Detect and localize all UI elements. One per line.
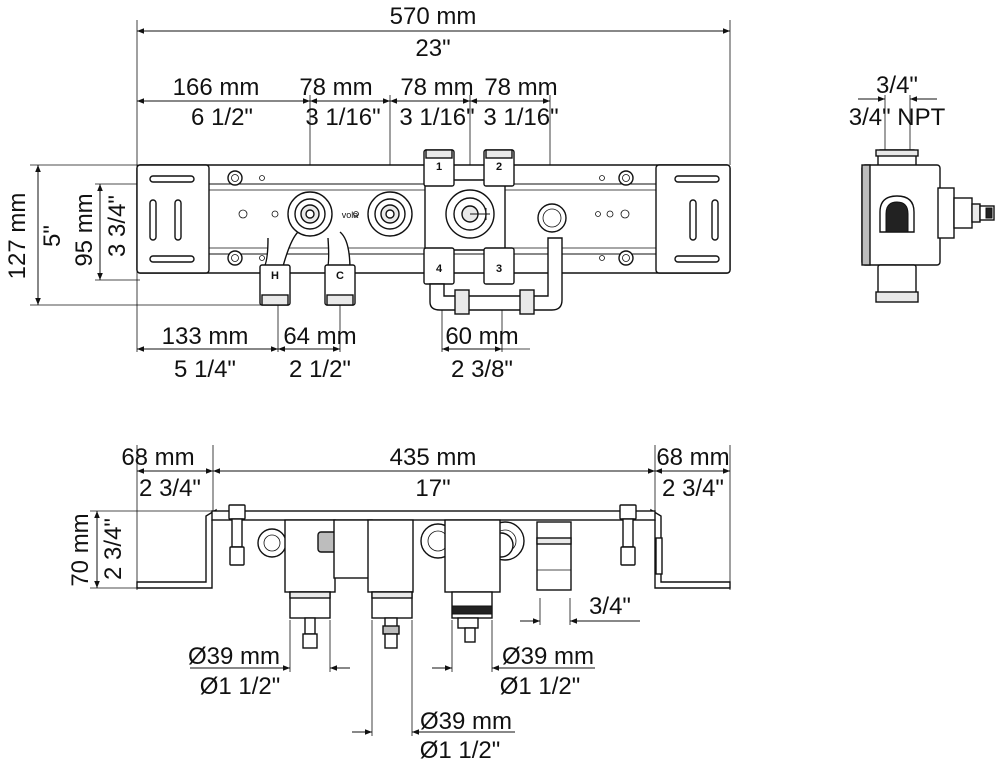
top-plate [211,510,656,521]
left-bracket [136,508,217,589]
top-center-mm: 435 mm [390,444,477,471]
diverter-icon [445,189,495,239]
height-outer-mm: 127 mm [4,193,31,280]
depth-mm: 70 mm [67,513,94,586]
dia-right-mm: Ø39 mm [502,643,594,670]
seg4-in: 3 1/16" [483,104,558,131]
seg2-in: 3 1/16" [305,104,380,131]
valve-icon [287,191,333,237]
side-pipe-size: 3/4" [876,72,918,99]
bottom3-in: 2 3/8" [451,356,513,383]
brand-logo: vola [342,210,359,220]
screw-icon [227,170,634,266]
seg3-mm: 78 mm [400,74,473,101]
dia-left-in: Ø1 1/2" [200,673,281,700]
bottom3-mm: 60 mm [445,323,518,350]
bottom2-mm: 64 mm [283,323,356,350]
bottom2-in: 2 1/2" [289,356,351,383]
seg4-mm: 78 mm [484,74,557,101]
dia-right-in: Ø1 1/2" [500,673,581,700]
side-thread: 3/4" NPT [849,104,946,131]
top-view: 68 mm 2 3/4" 435 mm 17" 68 mm 2 3/4" 70 … [67,444,731,764]
dia-center-in: Ø1 1/2" [420,737,501,764]
bottom1-in: 5 1/4" [174,356,236,383]
side-view: 3/4" 3/4" NPT [849,72,995,303]
port-2-label: 2 [496,161,502,173]
top-left-in: 2 3/4" [139,475,201,502]
valve-icon [367,191,413,237]
overall-width-in: 23" [415,35,450,62]
top-right-in: 2 3/4" [662,475,724,502]
front-view: 570 mm 23" 166 mm 6 1/2" 78 mm 3 1/16" 7… [4,3,731,383]
seg1-mm: 166 mm [173,74,260,101]
top-center-in: 17" [415,475,450,502]
port-4-label: 4 [436,263,443,275]
outlet-fitting [537,203,567,233]
dia-left-mm: Ø39 mm [188,643,280,670]
depth-in: 2 3/4" [100,518,127,580]
bottom1-mm: 133 mm [162,323,249,350]
top-left-mm: 68 mm [121,444,194,471]
cold-port-label: C [336,270,344,282]
dia-center-mm: Ø39 mm [420,708,512,735]
height-outer-in: 5" [39,225,66,247]
port-1-label: 1 [436,161,442,173]
height-inner-in: 3 3/4" [104,195,131,257]
top-right-mm: 68 mm [656,444,729,471]
seg1-in: 6 1/2" [191,104,253,131]
seg2-mm: 78 mm [299,74,372,101]
port-3-label: 3 [496,263,502,275]
height-inner-mm: 95 mm [71,193,98,266]
outlet-size: 3/4" [589,593,631,620]
hot-port-label: H [271,270,279,282]
right-bracket [650,508,731,589]
seg3-in: 3 1/16" [399,104,474,131]
overall-width-mm: 570 mm [390,3,477,30]
